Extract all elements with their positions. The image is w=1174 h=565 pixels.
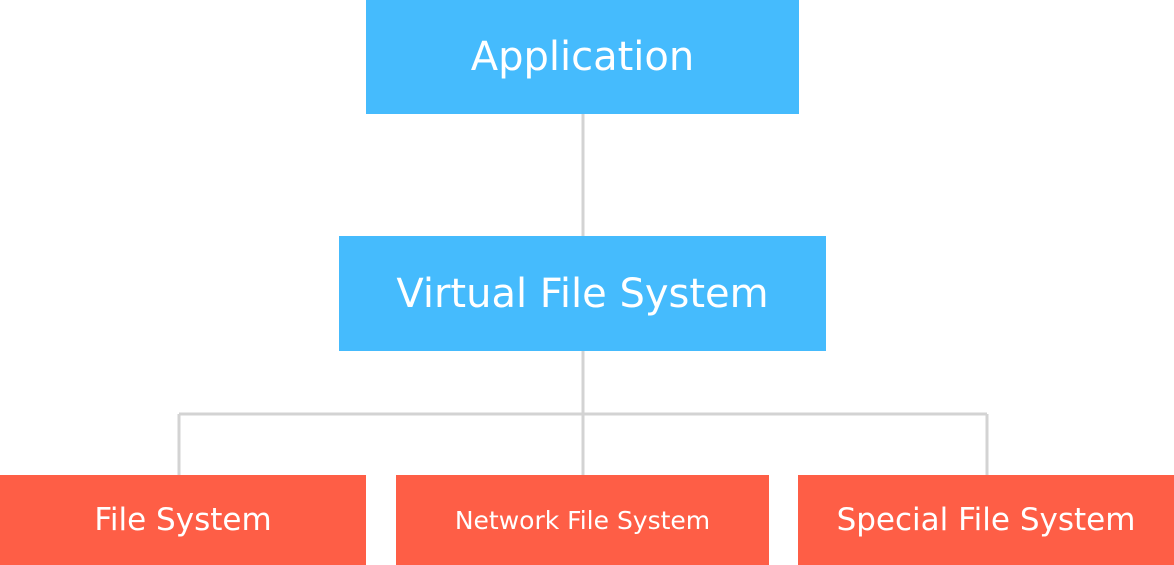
network-file-system-node: Network File System <box>396 475 769 565</box>
file-system-node: File System <box>0 475 366 565</box>
virtual-file-system-label: Virtual File System <box>396 270 769 317</box>
special-file-system-node: Special File System <box>798 475 1174 565</box>
application-label: Application <box>470 34 695 80</box>
application-node: Application <box>366 0 799 114</box>
file-system-label: File System <box>94 502 272 538</box>
special-file-system-label: Special File System <box>836 502 1136 538</box>
network-file-system-label: Network File System <box>454 505 711 535</box>
virtual-file-system-node: Virtual File System <box>339 236 826 351</box>
